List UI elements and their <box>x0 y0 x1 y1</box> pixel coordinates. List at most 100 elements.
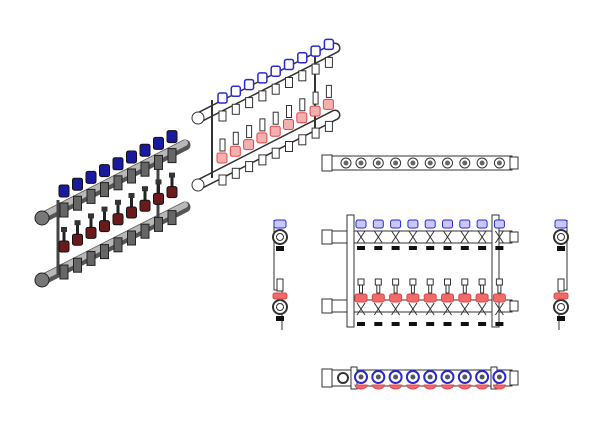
bracket <box>491 214 500 328</box>
red-valve <box>492 293 506 303</box>
red-valve <box>153 192 164 205</box>
end-fitting <box>34 210 50 226</box>
outlet-tail <box>324 56 333 68</box>
flowmeter-stem <box>428 284 433 294</box>
flowmeter <box>557 278 565 292</box>
flowmeter-stem <box>480 284 485 294</box>
flowmeter <box>246 125 253 139</box>
outlet-tail <box>218 174 227 186</box>
red-valve <box>441 293 454 303</box>
bracket <box>346 214 355 328</box>
manifold-bore <box>276 303 284 311</box>
cap-center <box>462 374 468 380</box>
red-valve <box>371 384 385 390</box>
flowmeter-stem <box>76 224 79 235</box>
cap-center <box>410 374 416 380</box>
red-valve <box>243 139 255 151</box>
blue-cap <box>283 58 295 71</box>
flowmeter-stem <box>89 217 93 228</box>
valve-symbol <box>408 302 418 316</box>
flowmeter-head <box>374 278 382 286</box>
outlet-tail <box>167 148 177 164</box>
red-valve <box>272 292 288 300</box>
outlet-tail <box>59 264 69 280</box>
red-valve <box>229 145 241 157</box>
red-valve <box>440 384 455 390</box>
red-valve <box>371 293 385 303</box>
end-cap <box>509 231 519 243</box>
flowmeter-stem <box>170 176 174 187</box>
red-valve <box>126 206 137 219</box>
valve-symbol <box>408 230 418 244</box>
outlet-tail <box>140 223 150 239</box>
left-side-view <box>272 219 288 330</box>
outlet-nut <box>495 246 504 250</box>
blue-cap <box>58 184 70 198</box>
flowmeter <box>272 111 279 125</box>
outlet-tail <box>73 195 82 211</box>
outlet-tail <box>271 147 280 159</box>
red-valve <box>475 384 489 390</box>
outlet-tail <box>231 167 240 179</box>
outlet-tail <box>167 210 177 226</box>
manifold-bar-fill <box>194 111 339 189</box>
outlet-tail <box>59 202 69 218</box>
outlet-tail <box>154 154 163 170</box>
flowmeter-head <box>426 278 434 286</box>
iso-line-view <box>191 38 341 192</box>
blue-cap <box>257 72 268 84</box>
blue-cap <box>126 150 137 164</box>
flowmeter-head <box>155 179 162 185</box>
valve-symbol <box>460 302 470 316</box>
outlet-nut <box>391 246 400 250</box>
flowmeter-head <box>128 193 135 198</box>
flowmeter-stem <box>497 284 502 294</box>
outlet-tail <box>271 83 280 95</box>
valve-symbol <box>391 302 401 316</box>
flowmeter-stem <box>130 197 133 207</box>
blue-cap <box>459 219 471 229</box>
cap-center <box>479 374 485 380</box>
outlet-port-inner <box>496 160 502 166</box>
valve-symbol <box>425 302 435 316</box>
red-valve <box>112 213 124 226</box>
cap-center <box>445 374 450 380</box>
outlet-nut <box>408 246 417 250</box>
end-fitting <box>321 154 333 172</box>
blue-cap <box>72 177 83 191</box>
blue-cap <box>476 219 488 229</box>
flowmeter-stem <box>393 284 398 294</box>
outlet-nut <box>495 322 504 326</box>
outlet-port-inner <box>343 160 349 166</box>
blue-cap <box>85 170 97 184</box>
blue-cap <box>390 219 402 229</box>
cap-center <box>427 374 433 380</box>
blue-cap <box>112 157 124 171</box>
outlet-tail <box>258 154 267 166</box>
valve-symbol <box>477 302 487 316</box>
flowmeter <box>232 131 239 145</box>
flowmeter-head <box>478 278 486 286</box>
end-fitting <box>321 229 333 245</box>
outlet-tail <box>73 257 82 273</box>
outlet-tail <box>324 120 333 132</box>
cap-center <box>358 374 364 380</box>
red-valve <box>406 293 420 303</box>
outlet-port-inner <box>445 160 450 166</box>
flowmeter-head <box>409 278 417 286</box>
outlet-tail <box>86 188 96 204</box>
outlet-tail <box>285 77 293 88</box>
valve-symbol <box>443 230 452 244</box>
cap-center <box>393 374 399 380</box>
outlet-nut <box>443 322 452 326</box>
flowmeter <box>276 278 284 292</box>
blue-cap <box>310 45 321 57</box>
outlet-nut <box>357 246 365 250</box>
outlet-tail <box>285 141 293 152</box>
blue-cap <box>166 130 178 144</box>
end-fitting <box>191 111 205 125</box>
outlet-port-inner <box>358 160 364 166</box>
flowmeter-stem <box>376 284 381 294</box>
outlet-nut <box>408 322 417 326</box>
red-valve <box>553 292 569 300</box>
